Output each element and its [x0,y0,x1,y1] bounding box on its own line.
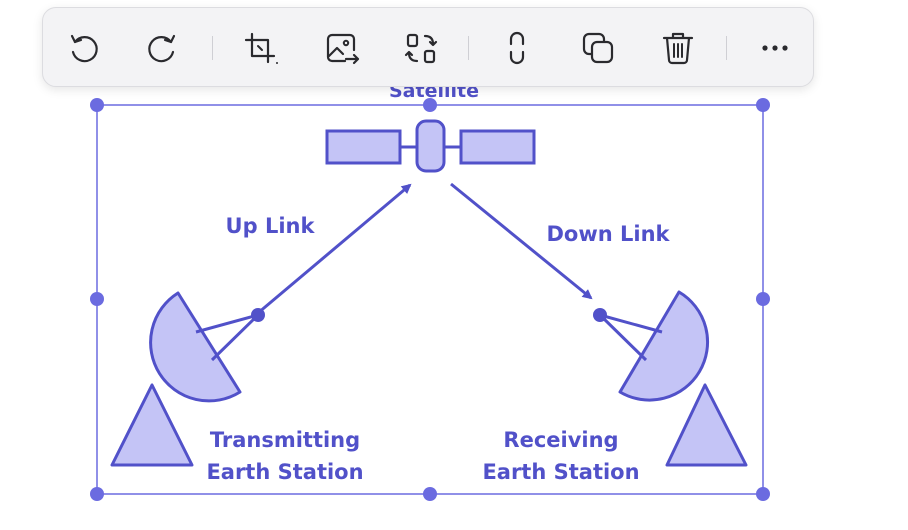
delete-button[interactable] [656,26,700,70]
uplink-arrow [257,183,412,315]
flip-button[interactable] [399,26,443,70]
duplicate-icon [582,32,614,64]
rotate-left-button[interactable] [61,26,105,70]
link-button[interactable] [495,26,539,70]
transmitting-dish-icon [110,291,265,467]
trash-icon [662,32,694,65]
downlink-arrow [450,182,593,300]
receiving-label-line1: Receiving [503,428,618,452]
resize-handle-bottom[interactable] [423,487,437,501]
toolbar-separator [212,36,213,60]
link-icon [509,31,525,65]
resize-handle-top-left[interactable] [90,98,104,112]
resize-handle-bottom-left[interactable] [90,487,104,501]
satellite-icon [325,119,536,173]
flip-icon [404,33,438,64]
resize-handle-right[interactable] [756,292,770,306]
downlink-label: Down Link [546,222,670,246]
rotate-right-button[interactable] [141,26,185,70]
resize-handle-left[interactable] [90,292,104,306]
rotate-right-icon [148,34,176,63]
transmitting-label-line2: Earth Station [206,460,363,484]
replace-image-icon [326,33,360,65]
uplink-label: Up Link [226,214,316,238]
receiving-label-line2: Earth Station [482,460,639,484]
more-icon [762,45,788,51]
receiving-dish-icon [593,290,748,467]
crop-icon [244,32,278,64]
more-button[interactable] [753,26,797,70]
resize-handle-top-right[interactable] [756,98,770,112]
replace-image-button[interactable] [319,26,363,70]
toolbar-separator [468,36,469,60]
image-toolbar [42,7,814,87]
crop-button[interactable] [238,26,282,70]
resize-handle-top[interactable] [423,98,437,112]
transmitting-label-line1: Transmitting [210,428,360,452]
rotate-left-icon [70,34,98,63]
resize-handle-bottom-right[interactable] [756,487,770,501]
toolbar-separator [726,36,727,60]
duplicate-button[interactable] [576,26,620,70]
